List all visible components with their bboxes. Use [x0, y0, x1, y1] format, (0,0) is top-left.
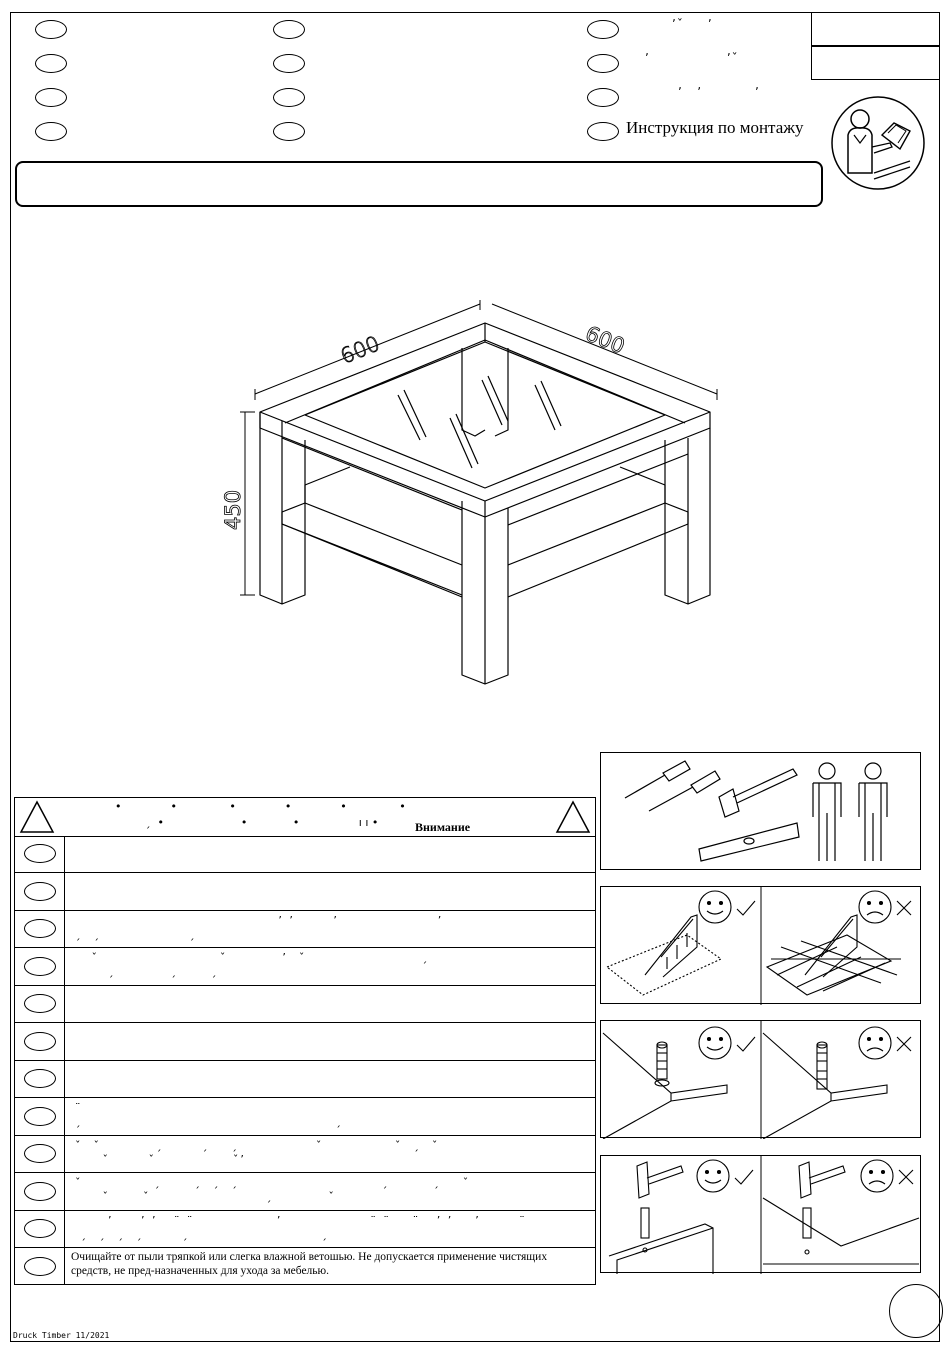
screwdriver-icon: [624, 760, 691, 799]
check-icon: [734, 1169, 754, 1185]
language-oval: [273, 122, 305, 141]
warning-row: [15, 1061, 595, 1098]
surface-panel: [600, 886, 921, 1005]
warnings-table: • • • • • • ˏ • • • ı ı • Внимание: [14, 797, 596, 1285]
warning-row: ʼ ʼ ʼ ʼ ˏ ˏ ˏ: [15, 911, 595, 948]
diacritic-marks: ˇ ˇ ʼ ˇ ˏ ˏ ˏ ˏ: [91, 951, 430, 978]
person-icon: [858, 762, 888, 861]
person-icon: [812, 762, 842, 861]
cross-icon: [896, 900, 912, 916]
dimension-height: 450: [221, 490, 245, 530]
language-oval: [35, 20, 67, 39]
article-box: [811, 12, 940, 46]
language-oval: [35, 88, 67, 107]
hammer-icon: [718, 768, 798, 818]
bullet-marks: • • • • • •: [115, 800, 406, 813]
warning-row: ¨ ˏ ˏ: [15, 1098, 595, 1136]
print-code: Druck Timber 11/2021: [13, 1331, 110, 1340]
screwdriver-icon: [648, 770, 721, 812]
warning-row: [15, 873, 595, 911]
dimension-width-right: 600: [582, 321, 628, 358]
warning-row: [15, 836, 595, 873]
warnings-header: • • • • • • ˏ • • • ı ı • Внимание: [15, 798, 595, 837]
spirit-level-icon: [698, 822, 800, 862]
language-oval: [24, 994, 56, 1013]
sad-face-icon: [860, 1159, 894, 1193]
check-icon: [736, 1036, 756, 1052]
warning-row: [15, 1023, 595, 1061]
language-oval: [273, 54, 305, 73]
warning-row: [15, 986, 595, 1023]
warning-row: ˇ ˏ ˏ ˏ ˏ ˏ ˏ ˇ ˇ ˇ ˏ ˇ: [15, 1173, 595, 1211]
article-box: [811, 46, 940, 80]
warning-row: ˇ ˇ ˏ ˏ ˏ ˇ ˇ ˏ ˇ ˇ ˇ ˇʼ: [15, 1136, 595, 1173]
language-label-russian: Инструкция по монтажу: [626, 118, 804, 137]
tools-panel: [600, 752, 921, 870]
hammer-icon: [798, 1161, 846, 1199]
check-icon: [736, 900, 756, 916]
page-number-circle: [889, 1284, 943, 1338]
language-oval: [24, 1031, 56, 1051]
language-oval: [24, 956, 56, 976]
language-oval: [587, 122, 619, 141]
language-oval: [24, 1144, 56, 1163]
diacritic-marks: ʼ ʼ ʼ: [678, 85, 760, 99]
diacritic-marks: ʼ ʼ ʼ ¨ ¨ ʼ ¨ ¨ ¨ ʼ ʼ ʼ ¨ ˏ ˏ ˏ ˏ ˏ ˏ: [80, 1214, 527, 1241]
product-title-bar: [15, 161, 823, 207]
attention-label: Внимание: [415, 820, 471, 834]
bullet-marks: ˏ • • • ı ı •: [145, 816, 379, 829]
language-oval: [24, 1106, 56, 1126]
read-instructions-icon: [830, 95, 926, 191]
language-oval: [273, 88, 305, 107]
cross-icon: [898, 1169, 914, 1185]
happy-face-icon: [696, 1159, 730, 1193]
coffee-table-drawing: 600 600 450: [210, 290, 750, 700]
language-oval: [273, 20, 305, 39]
diacritic-marks: ʼ ʼ ʼ ʼ ˏ ˏ ˏ: [75, 914, 444, 941]
language-oval: [35, 122, 67, 141]
warning-triangle-icon: [555, 800, 591, 833]
diacritic-marks: ˇ ˏ ˏ ˏ ˏ ˏ ˏ ˇ ˇ ˇ ˏ ˇ: [75, 1176, 471, 1203]
cam-bolt-panel: [600, 1020, 921, 1139]
language-oval: [24, 919, 56, 938]
language-oval: [24, 1219, 56, 1238]
diacritic-marks: ¨ ˏ ˏ: [75, 1101, 343, 1128]
diacritic-marks: ʼ ʼˇ: [645, 51, 739, 65]
dimension-width-left: 600: [337, 331, 383, 368]
language-oval: [35, 54, 67, 73]
language-oval: [587, 88, 619, 107]
happy-face-icon: [698, 890, 732, 924]
warning-triangle-icon: [19, 800, 55, 833]
diacritic-marks: ˇ ˇ ˏ ˏ ˏ ˇ ˇ ˏ ˇ ˇ ˇ ˇʼ: [75, 1139, 440, 1166]
page-frame: [10, 12, 940, 1342]
language-oval: [24, 844, 56, 863]
diacritic-marks: ʼˇ ʼ: [672, 17, 713, 31]
cross-icon: [896, 1036, 912, 1052]
language-oval: [587, 54, 619, 73]
care-instructions-text: Очищайте от пыли тряпкой или слегка влаж…: [71, 1251, 548, 1277]
language-oval: [24, 1256, 56, 1276]
dowel-panel: [600, 1155, 921, 1274]
warning-row: ʼ ʼ ʼ ¨ ¨ ʼ ¨ ¨ ¨ ʼ ʼ ʼ ¨ ˏ ˏ ˏ ˏ ˏ ˏ: [15, 1211, 595, 1248]
sad-face-icon: [858, 1026, 892, 1060]
language-oval: [587, 20, 619, 39]
language-oval: [24, 1181, 56, 1201]
language-oval: [24, 881, 56, 901]
hammer-icon: [636, 1161, 684, 1199]
sad-face-icon: [858, 890, 892, 924]
language-oval: [24, 1069, 56, 1088]
warning-row: Очищайте от пыли тряпкой или слегка влаж…: [15, 1248, 595, 1285]
happy-face-icon: [698, 1026, 732, 1060]
warning-row: ˇ ˇ ʼ ˇ ˏ ˏ ˏ ˏ: [15, 948, 595, 986]
